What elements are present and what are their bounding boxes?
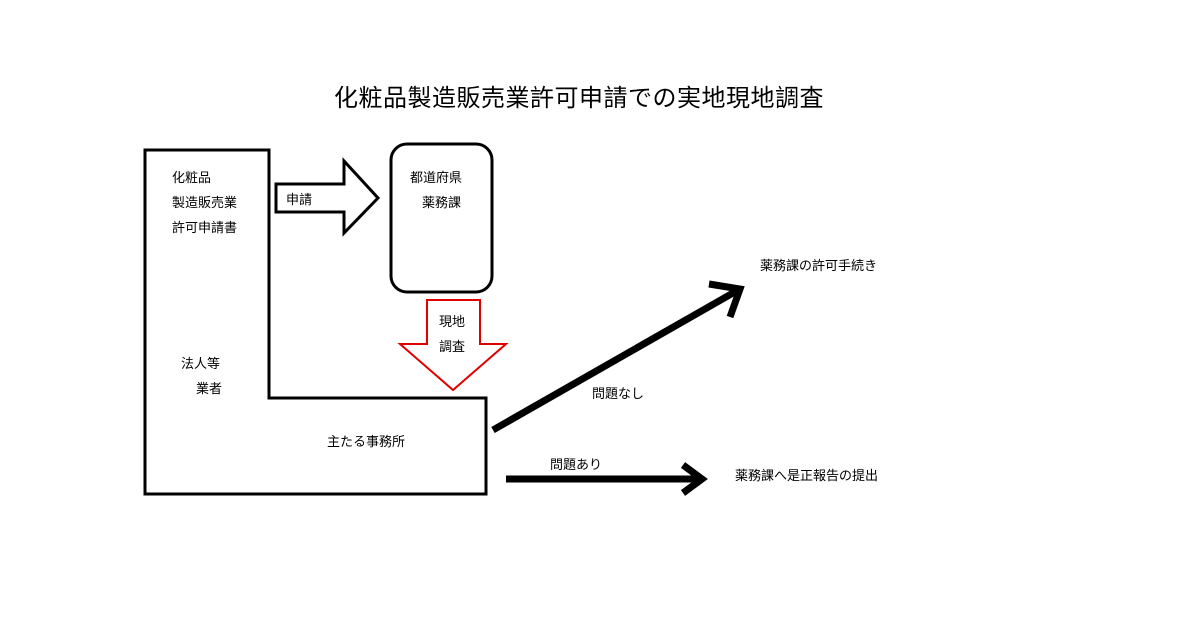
no-issue-arrow-head [708, 280, 745, 319]
inspection-arrow [397, 299, 509, 392]
application-doc-line: 許可申請書 [172, 221, 238, 236]
diagram-title: 化粧品製造販売業許可申請での実地現地調査 [334, 84, 824, 112]
apply-label: 申請 [286, 193, 313, 208]
applicant-office-shape [143, 148, 488, 496]
prefecture-label: 都道府県 薬務課 [410, 166, 462, 216]
application-doc-line: 製造販売業 [172, 196, 238, 211]
application-doc-line: 化粧品 [172, 171, 212, 186]
apply-arrow [274, 157, 381, 237]
no-issue-target-label: 薬務課の許可手続き [760, 259, 878, 274]
applicant-line: 法人等 [181, 357, 221, 372]
applicant-label: 法人等 業者 [181, 352, 222, 402]
inspection-label: 現地 調査 [439, 310, 465, 360]
issue-edge-label: 問題あり [550, 458, 603, 473]
prefecture-line: 都道府県 [410, 171, 463, 186]
inspection-line: 調査 [439, 340, 466, 355]
no-issue-edge-label: 問題なし [592, 387, 645, 402]
issue-target-label: 薬務課へ是正報告の提出 [735, 469, 879, 484]
no-issue-arrow-line [491, 285, 742, 434]
inspection-line: 現地 [439, 315, 466, 330]
main-office-label: 主たる事務所 [327, 435, 406, 450]
application-doc-label: 化粧品 製造販売業 許可申請書 [172, 166, 237, 241]
applicant-line: 業者 [196, 382, 223, 397]
prefecture-line: 薬務課 [422, 196, 462, 211]
issue-arrow-head [680, 462, 708, 496]
prefecture-box [389, 142, 494, 294]
